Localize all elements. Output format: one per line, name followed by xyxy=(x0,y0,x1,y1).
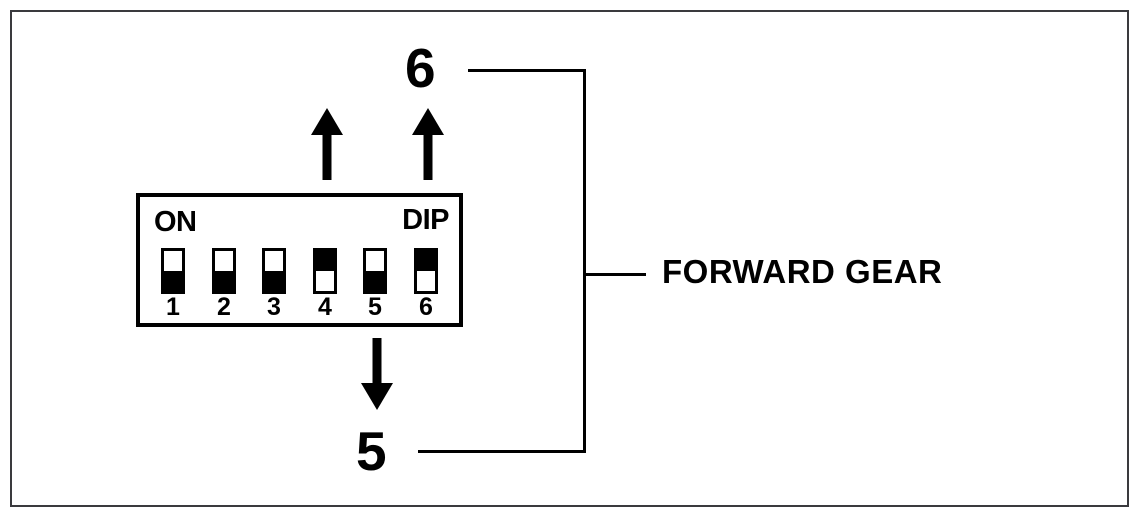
dip-switch-4-number: 4 xyxy=(318,293,332,321)
arrow-up-icon-switch-6 xyxy=(411,108,445,180)
dip-switch-6-number: 6 xyxy=(419,293,433,321)
callout-number-top: 6 xyxy=(405,37,436,99)
dip-switch-6-knob xyxy=(417,251,435,271)
dip-switch-1-lever[interactable] xyxy=(161,248,185,294)
dip-switch-3-lever[interactable] xyxy=(262,248,286,294)
figure-border xyxy=(10,10,1129,507)
dip-switch-1-number: 1 xyxy=(166,293,180,321)
dip-switch-5-number: 5 xyxy=(368,293,382,321)
forward-gear-caption: FORWARD GEAR xyxy=(662,253,943,290)
callout-number-bottom: 5 xyxy=(356,420,387,482)
leader-line-caption xyxy=(586,273,646,276)
arrow-down-icon-switch-5 xyxy=(360,338,394,410)
dip-switch-2-lever[interactable] xyxy=(212,248,236,294)
dip-switch-2-knob xyxy=(215,271,233,291)
dip-switch-3-knob xyxy=(265,271,283,291)
arrow-up-icon-switch-4 xyxy=(310,108,344,180)
dip-switch-package: ON DIP 1 2 3 xyxy=(136,193,463,327)
dip-switch-5-knob xyxy=(366,271,384,291)
leader-line-bottom xyxy=(418,450,586,453)
dip-on-label: ON xyxy=(154,206,197,238)
leader-line-vertical xyxy=(583,69,586,453)
leader-line-top xyxy=(468,69,586,72)
dip-switch-6[interactable]: 6 xyxy=(411,248,441,320)
dip-switch-row: 1 2 3 4 xyxy=(158,248,450,320)
dip-switch-6-lever[interactable] xyxy=(414,248,438,294)
dip-switch-1-knob xyxy=(164,271,182,291)
dip-switch-5-lever[interactable] xyxy=(363,248,387,294)
dip-dip-label: DIP xyxy=(402,204,449,236)
dip-switch-5[interactable]: 5 xyxy=(360,248,390,320)
dip-switch-3[interactable]: 3 xyxy=(259,248,289,320)
dip-switch-2-number: 2 xyxy=(217,293,231,321)
dip-switch-2[interactable]: 2 xyxy=(209,248,239,320)
dip-switch-4[interactable]: 4 xyxy=(310,248,340,320)
dip-switch-4-knob xyxy=(316,251,334,271)
dip-switch-4-lever[interactable] xyxy=(313,248,337,294)
dip-switch-3-number: 3 xyxy=(267,293,281,321)
dip-switch-1[interactable]: 1 xyxy=(158,248,188,320)
